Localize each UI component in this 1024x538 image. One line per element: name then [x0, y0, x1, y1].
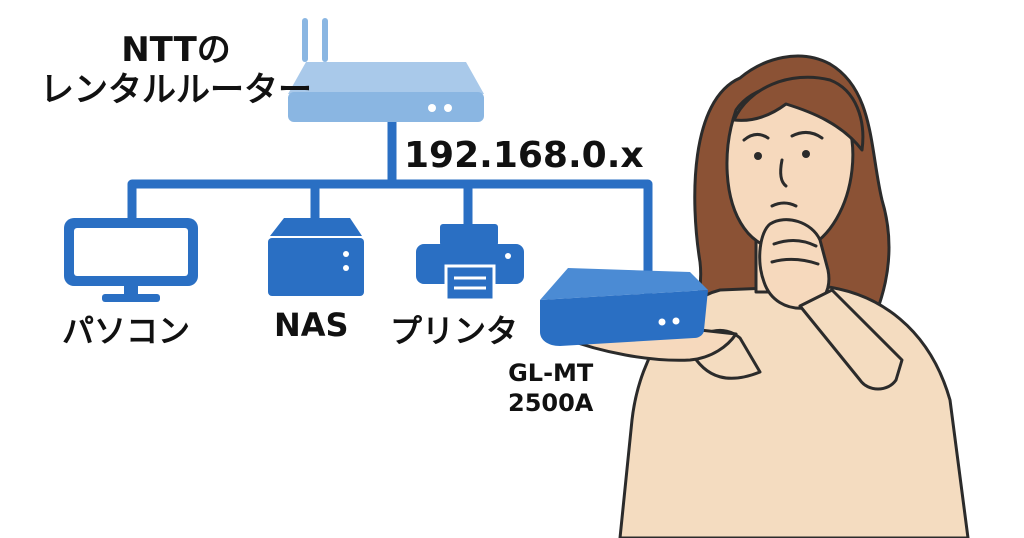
router-icon	[288, 18, 484, 122]
router-title: NTTの レンタルルーター	[40, 30, 312, 110]
router-title-line2: レンタルルーター	[40, 70, 312, 110]
pc-label: パソコン	[62, 312, 191, 350]
model-line2: 2500A	[508, 389, 594, 417]
subnet-label: 192.168.0.x	[404, 135, 644, 176]
router-title-line1: NTTの	[121, 30, 231, 70]
monitor-icon	[64, 218, 198, 302]
travel-router-model-label: GL-MT 2500A	[508, 358, 593, 418]
model-line1: GL-MT	[508, 359, 594, 387]
nas-label: NAS	[274, 306, 349, 344]
printer-icon	[416, 224, 524, 302]
printer-label: プリンタ	[390, 312, 519, 350]
network-lines	[127, 117, 653, 297]
woman-illustration	[562, 54, 970, 538]
nas-icon	[268, 218, 364, 296]
travel-router-icon	[540, 268, 708, 346]
